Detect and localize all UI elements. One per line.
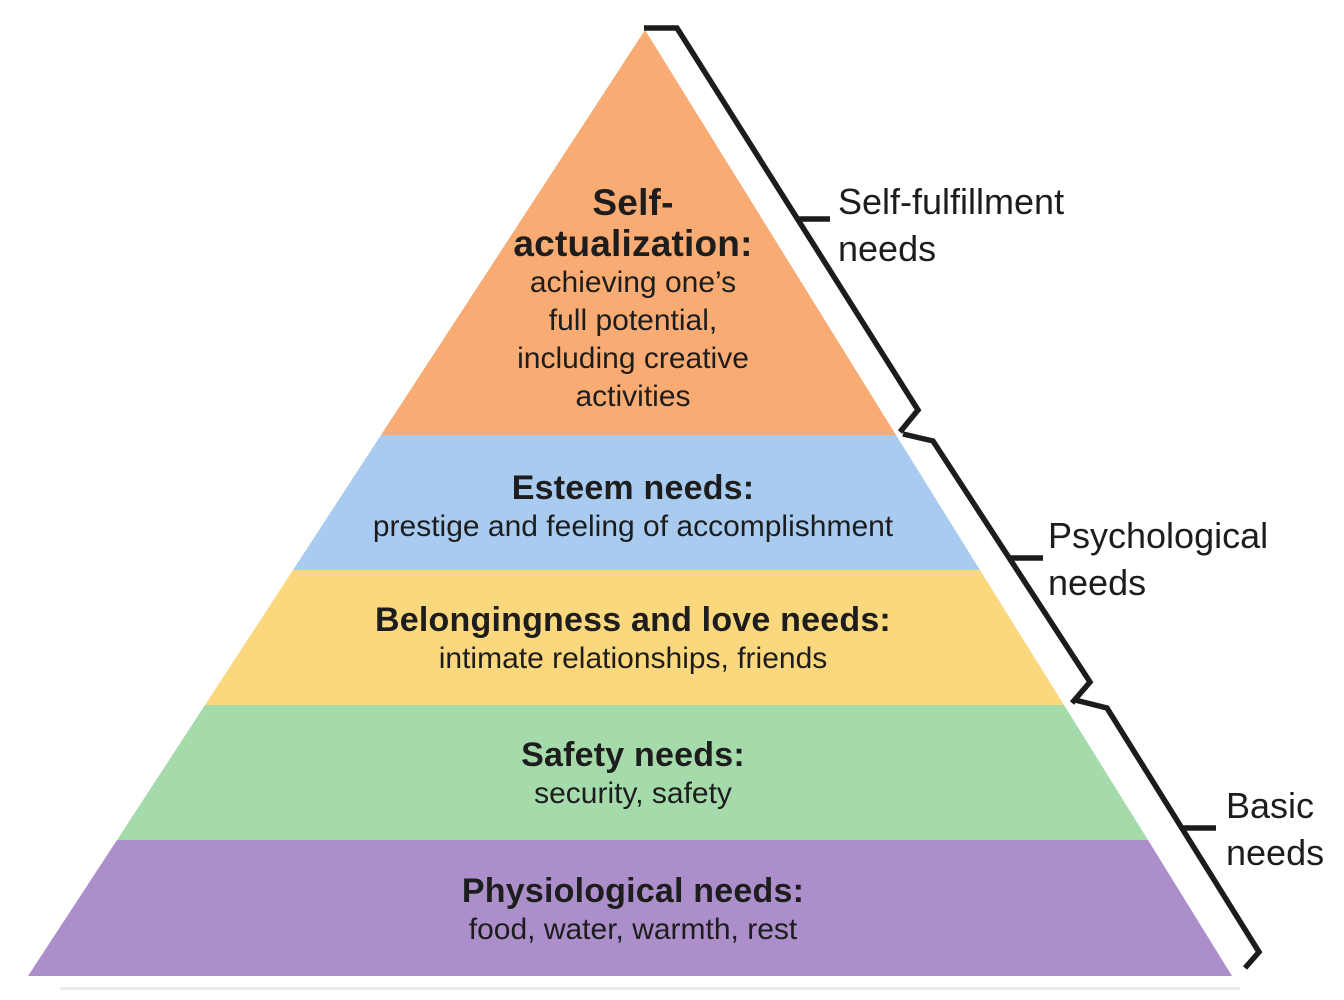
level-subtitle: security, safety	[534, 777, 732, 810]
pyramid-base-shadow	[60, 987, 1240, 990]
bracket-psychological	[902, 431, 1094, 705]
level-text-belongingness: Belongingness and love needs: intimate r…	[375, 600, 891, 678]
group-label-line: needs	[1226, 832, 1325, 873]
level-text-self-actualization: Self- actualization: achieving one’s ful…	[513, 182, 752, 416]
pyramid-level-self-actualization	[381, 30, 896, 435]
level-text-safety: Safety needs: security, safety	[521, 735, 745, 813]
level-title: Physiological needs:	[461, 872, 805, 910]
level-subtitle-line: activities	[575, 380, 691, 413]
level-title: Belongingness and love needs:	[375, 601, 891, 639]
level-subtitle-line: including creative	[517, 342, 749, 375]
group-label-line: needs	[1048, 562, 1147, 603]
level-subtitle-line: full potential,	[548, 304, 718, 337]
group-label-line: needs	[838, 228, 937, 269]
group-label-line: Psychological	[1048, 515, 1269, 556]
level-title: Esteem needs:	[511, 469, 755, 507]
pyramid-level-safety	[117, 705, 1148, 840]
level-subtitle: prestige and feeling of accomplishment	[372, 510, 894, 543]
pyramid-level-esteem	[293, 435, 980, 570]
group-label-line: Self-fulfillment	[838, 181, 1065, 222]
pyramid-level-belongingness	[205, 570, 1064, 705]
level-title: Safety needs:	[521, 736, 745, 774]
level-text-physiological: Physiological needs: food, water, warmth…	[462, 871, 804, 949]
level-subtitle-line: achieving one’s	[529, 266, 737, 299]
group-label-line: Basic	[1226, 785, 1315, 826]
group-label-psychological: Psychological needs	[1048, 512, 1268, 606]
group-label-self-fulfillment: Self-fulfillment needs	[838, 178, 1064, 272]
level-text-esteem: Esteem needs: prestige and feeling of ac…	[373, 468, 893, 546]
group-label-basic: Basic needs	[1226, 782, 1324, 876]
level-title-line: actualization:	[513, 223, 753, 264]
level-subtitle: intimate relationships, friends	[438, 642, 828, 675]
level-title-line: Self-	[592, 182, 674, 223]
pyramid-level-physiological	[28, 840, 1232, 976]
level-subtitle: food, water, warmth, rest	[468, 913, 798, 946]
